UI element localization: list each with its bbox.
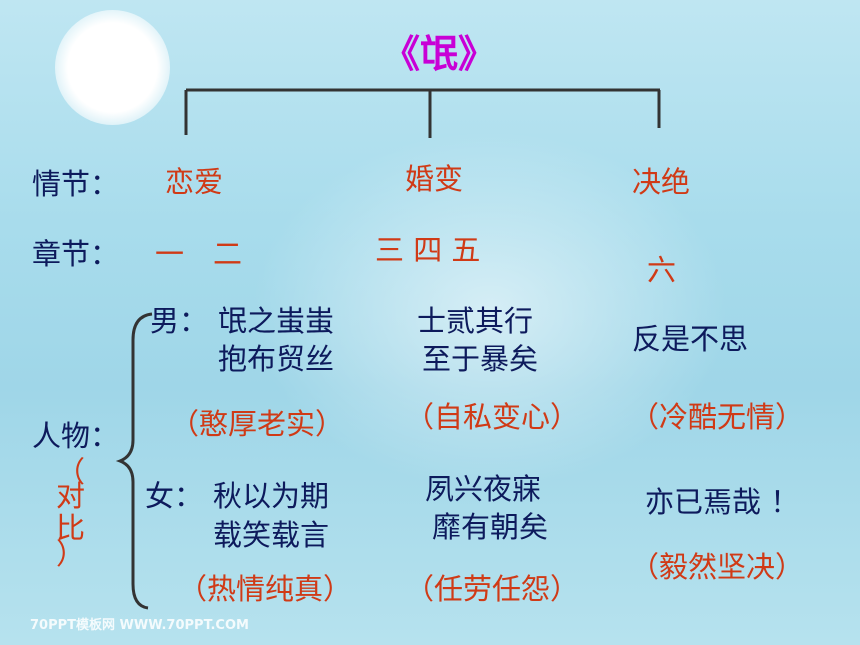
background-glow bbox=[250, 130, 730, 490]
male-prefix: 男： bbox=[150, 304, 209, 338]
chapter-group-1: 一 二 bbox=[155, 237, 243, 271]
female-col3-trait: （毅然坚决） bbox=[630, 550, 805, 584]
contrast-note-char2: 比 bbox=[56, 511, 86, 545]
character-brace bbox=[115, 312, 153, 610]
male-col2-line1: 士贰其行 bbox=[417, 304, 534, 338]
sun-decoration bbox=[55, 10, 170, 125]
male-col1-trait: （憨厚老实） bbox=[170, 407, 345, 441]
female-col2-trait: （任劳任怨） bbox=[405, 572, 580, 606]
female-col3-line1: 亦已焉哉 ！ bbox=[645, 485, 800, 519]
female-col2-line1: 夙兴夜寐 bbox=[425, 472, 542, 506]
contrast-note-close: ） bbox=[56, 537, 86, 571]
female-col1-line2: 载笑载言 bbox=[213, 518, 330, 552]
plot-stage-change: 婚变 bbox=[405, 162, 464, 196]
plot-stage-break: 决绝 bbox=[632, 165, 691, 199]
chapter-group-3: 六 bbox=[647, 253, 677, 287]
contrast-note-char1: 对 bbox=[56, 479, 86, 513]
chapter-label: 章节： bbox=[32, 237, 120, 271]
female-prefix: 女： bbox=[145, 479, 204, 513]
female-col1-trait: （热情纯真） bbox=[178, 572, 353, 606]
female-col1-line1: 秋以为期 bbox=[213, 479, 330, 513]
male-col3-line1: 反是不思 bbox=[632, 322, 749, 356]
plot-label: 情节： bbox=[32, 167, 120, 201]
male-col1-line2: 抱布贸丝 bbox=[218, 342, 335, 376]
male-col1-line1: 氓之蚩蚩 bbox=[218, 304, 335, 338]
male-col2-trait: （自私变心） bbox=[405, 400, 580, 434]
male-col2-line2: 至于暴矣 bbox=[422, 342, 539, 376]
chapter-group-2: 三 四 五 bbox=[375, 233, 481, 267]
contrast-note-open: （ bbox=[56, 455, 86, 489]
male-col3-trait: （冷酷无情） bbox=[630, 400, 805, 434]
character-label: 人物： bbox=[32, 419, 120, 453]
page-title: 《氓》 bbox=[382, 32, 497, 76]
watermark: 70PPT模板网 WWW.70PPT.COM bbox=[30, 618, 249, 633]
plot-stage-love: 恋爱 bbox=[165, 165, 224, 199]
female-col2-line2: 靡有朝矣 bbox=[432, 510, 549, 544]
